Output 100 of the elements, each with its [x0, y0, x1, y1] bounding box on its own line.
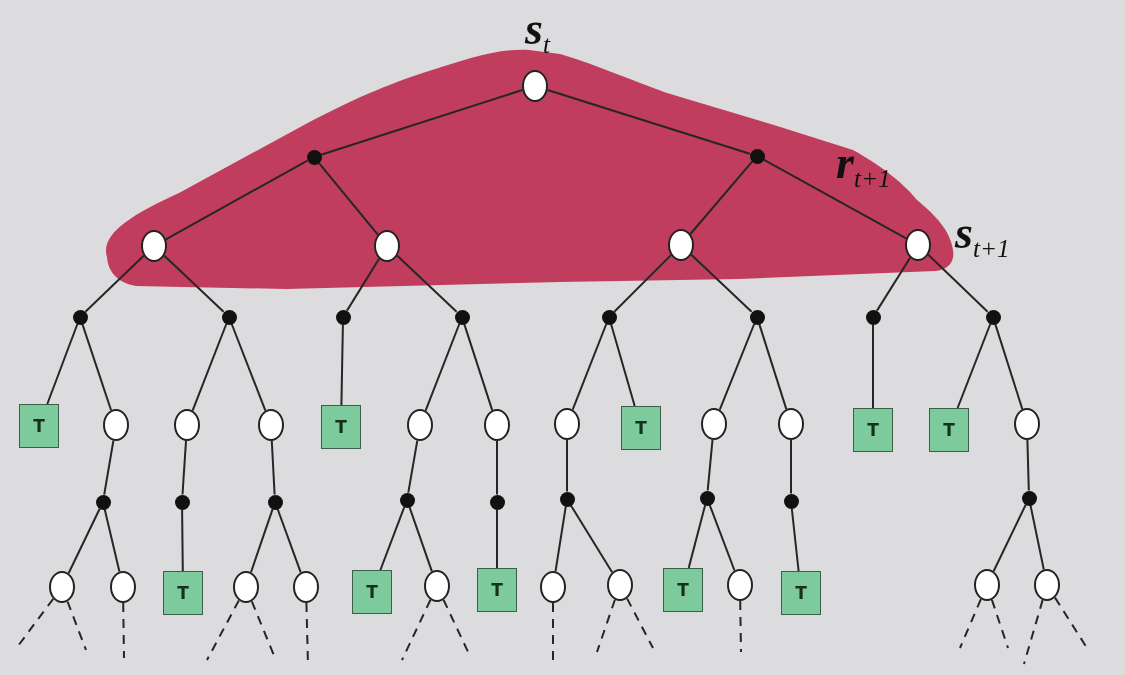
- terminal-label: T: [366, 583, 378, 601]
- action-dot: [221, 309, 237, 325]
- state-circle: [407, 409, 433, 441]
- action-dot: [1021, 490, 1037, 506]
- tree-edge: [84, 254, 145, 313]
- terminal-box: [781, 571, 821, 615]
- tree-edge: [706, 438, 714, 492]
- tree-edge: [708, 504, 736, 572]
- state-circle: [103, 409, 129, 441]
- state-circle: [778, 408, 804, 440]
- tree-edge: [613, 254, 672, 313]
- tree-edge: [872, 323, 874, 409]
- tree-edge: [956, 323, 992, 409]
- tree-edge: [270, 440, 276, 496]
- tree-edge: [758, 323, 788, 411]
- tree-edge: [554, 505, 567, 573]
- tree-edge: [81, 323, 113, 412]
- tree-edge: [46, 323, 79, 405]
- action-dot: [335, 309, 351, 325]
- tree-edge: [181, 439, 187, 496]
- tree-edge: [994, 323, 1024, 411]
- tree-edge: [762, 158, 908, 240]
- state-circle: [233, 571, 259, 603]
- terminal-label: T: [177, 584, 189, 602]
- action-dot: [601, 309, 617, 325]
- dashed-edge: [596, 598, 616, 653]
- tree-edge: [546, 89, 751, 155]
- terminal-box: [621, 406, 661, 450]
- action-dot: [72, 309, 88, 325]
- tree-edge: [396, 254, 458, 313]
- tree-edge: [496, 508, 498, 569]
- tree-edge: [164, 159, 309, 241]
- action-dot: [399, 492, 415, 508]
- tree-edge: [408, 506, 433, 573]
- action-dot: [489, 494, 505, 510]
- state-circle: [293, 571, 319, 603]
- dashed-edge: [122, 602, 125, 659]
- tree-edge: [566, 439, 568, 493]
- tree-edge: [927, 253, 989, 313]
- tree-edge: [407, 439, 419, 494]
- dashed-edge: [401, 598, 432, 661]
- tree-edge: [463, 323, 494, 412]
- tree-edge: [317, 161, 379, 236]
- terminal-box: [163, 571, 203, 615]
- tree-edge: [790, 439, 792, 495]
- tree-edge: [163, 254, 225, 313]
- dashed-edge: [1054, 596, 1088, 649]
- tree-edge: [992, 503, 1027, 573]
- action-dot: [559, 491, 575, 507]
- dashed-edge: [206, 599, 240, 661]
- action-dot: [174, 494, 190, 510]
- state-circle: [424, 570, 450, 602]
- tree-edge: [191, 323, 228, 412]
- terminal-label: T: [335, 418, 347, 436]
- edge-label: r$_{t+1}$: [836, 140, 891, 186]
- tree-edge: [340, 323, 344, 406]
- dashed-edge: [626, 597, 654, 649]
- action-dot: [783, 493, 799, 509]
- tree-edge: [687, 504, 707, 569]
- action-dot: [454, 309, 470, 325]
- dashed-edge: [66, 600, 87, 651]
- terminal-box: [477, 568, 517, 612]
- tree-edge: [569, 504, 614, 574]
- tree-edge: [1026, 439, 1030, 492]
- terminal-label: T: [491, 581, 503, 599]
- terminal-box: [352, 570, 392, 614]
- state-circle: [554, 408, 580, 440]
- dashed-edge: [1023, 599, 1044, 665]
- tree-edge: [876, 256, 912, 312]
- state-circle: [607, 569, 633, 601]
- state-circle: [258, 409, 284, 441]
- tree-edge: [103, 508, 121, 573]
- state-circle: [1014, 408, 1040, 440]
- tree-edge: [320, 89, 524, 156]
- terminal-label: T: [33, 417, 45, 435]
- state-circle: [540, 571, 566, 603]
- action-dot: [267, 494, 283, 510]
- tree-edge: [181, 508, 184, 572]
- terminal-label: T: [867, 421, 879, 439]
- action-dot: [985, 309, 1001, 325]
- tree-edge: [1029, 504, 1045, 571]
- dashed-edge: [959, 598, 982, 649]
- terminal-box: [929, 408, 969, 452]
- tree-edge: [496, 440, 498, 496]
- tree-edge: [346, 257, 381, 312]
- action-dot: [95, 494, 111, 510]
- dashed-edge: [739, 600, 742, 653]
- state-label: s$_{t+1}$: [955, 210, 1010, 256]
- tree-edge: [571, 323, 608, 411]
- state-circle: [701, 408, 727, 440]
- state-circle: [1034, 569, 1060, 601]
- tree-edge: [67, 507, 101, 575]
- state-circle: [110, 571, 136, 603]
- action-dot: [749, 309, 765, 325]
- terminal-label: T: [943, 421, 955, 439]
- tree-edge: [790, 507, 800, 572]
- terminal-box: [853, 408, 893, 452]
- tree-edge: [718, 323, 756, 411]
- tree-edge: [690, 253, 753, 313]
- state-circle: [174, 409, 200, 441]
